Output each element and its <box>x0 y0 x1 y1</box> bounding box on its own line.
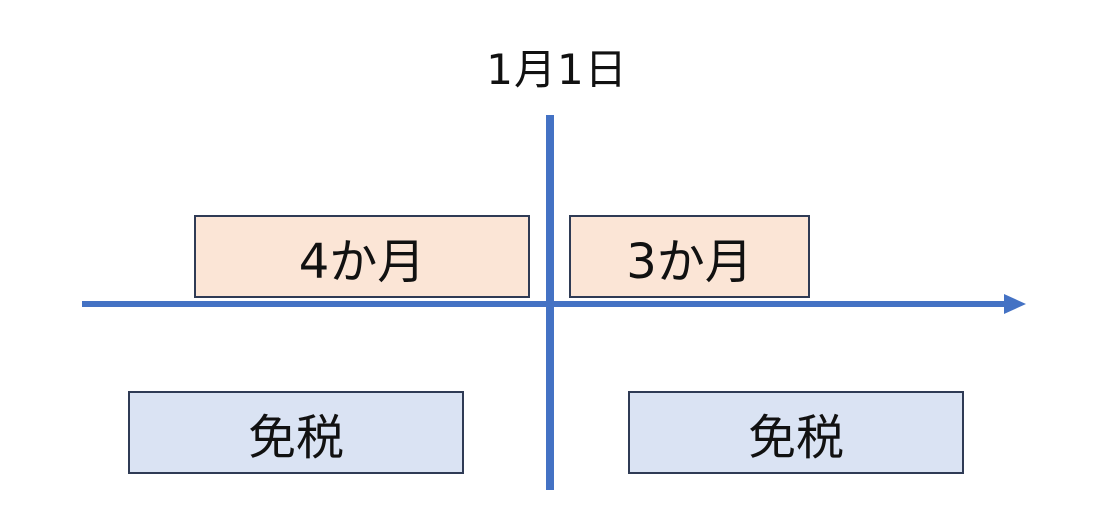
period-box-after: 3か月 <box>569 215 810 298</box>
tax-status-box-before: 免税 <box>128 391 464 474</box>
date-label: 1月1日 <box>486 45 628 94</box>
period-box-before: 4か月 <box>194 215 530 298</box>
tax-after-label: 免税 <box>747 409 844 466</box>
axis-arrowhead-icon <box>1004 294 1026 314</box>
period-after-label: 3か月 <box>626 233 753 290</box>
tax-status-box-after: 免税 <box>628 391 964 474</box>
period-before-label: 4か月 <box>298 233 426 290</box>
tax-before-label: 免税 <box>247 409 344 466</box>
